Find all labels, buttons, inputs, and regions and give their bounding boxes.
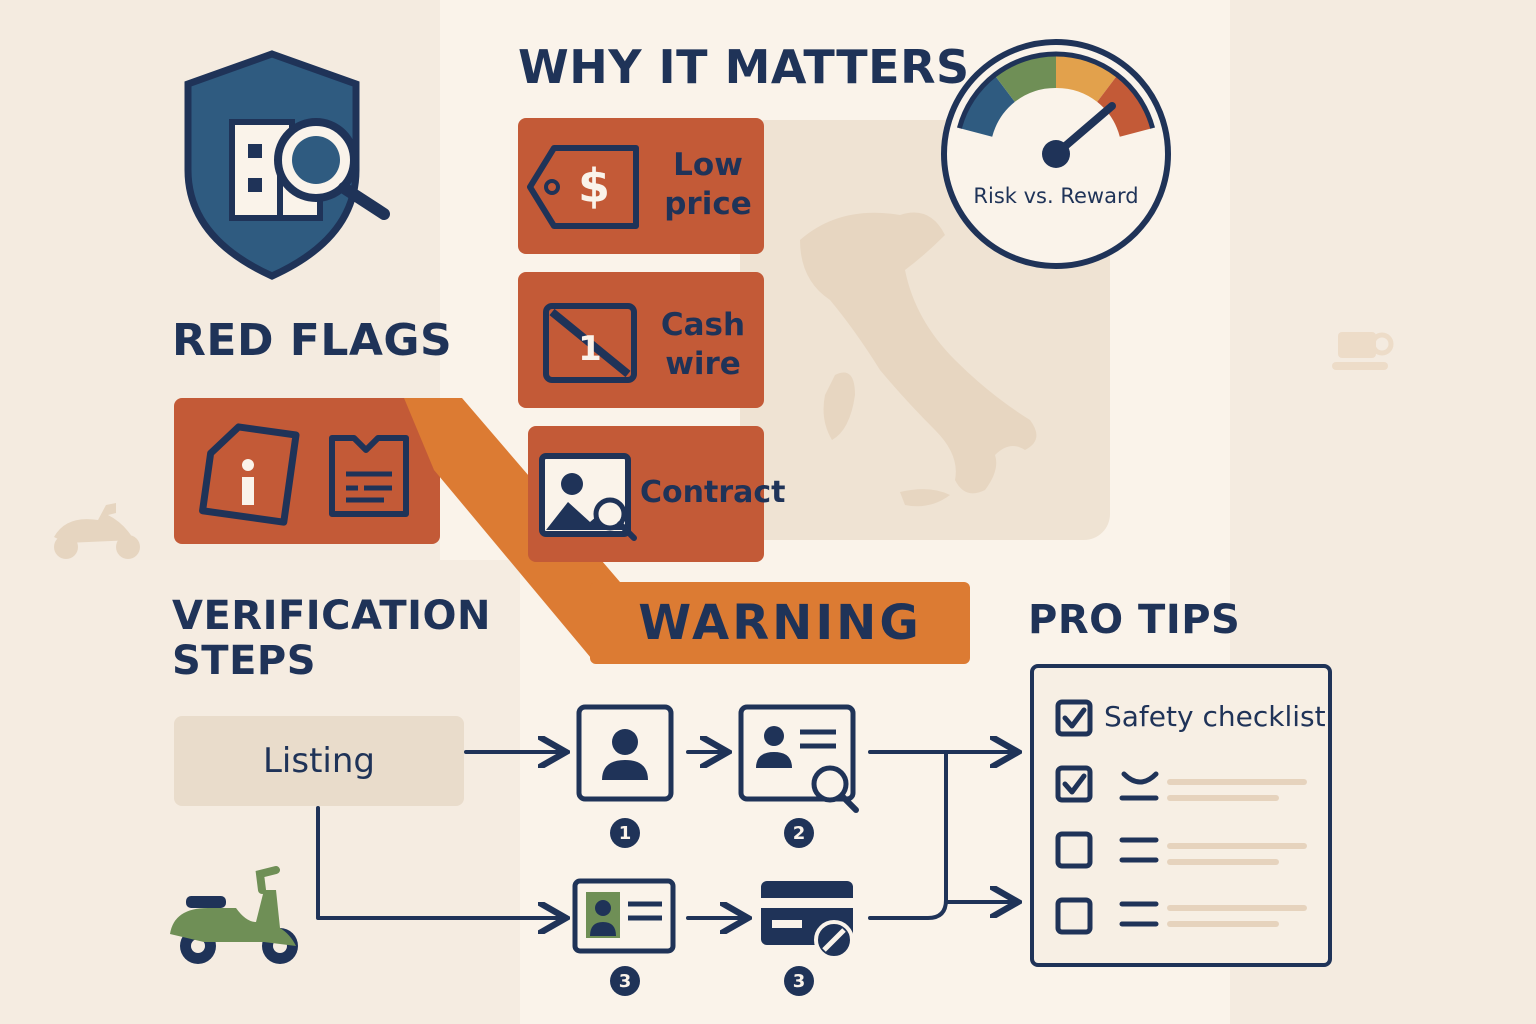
cash-blocked-icon: 1 (543, 303, 637, 383)
svg-text:1: 1 (578, 329, 602, 369)
why-it-matters-heading: WHY IT MATTERS (518, 40, 970, 94)
why-card-low-price-label: Low price (664, 147, 752, 222)
safety-checklist-title: Safety checklist (1104, 700, 1326, 733)
info-tag-icon (199, 423, 300, 526)
step-number-3a: 3 (610, 966, 640, 996)
step-number-2: 2 (784, 818, 814, 848)
verification-steps-line1: VERIFICATION (172, 593, 492, 639)
verification-steps-line2: STEPS (172, 637, 317, 684)
photo-id-icon (572, 878, 676, 954)
red-flags-card (174, 398, 440, 544)
listing-box: Listing (174, 716, 464, 806)
shield-magnifier-icon (184, 50, 390, 280)
red-flags-heading: RED FLAGS (172, 315, 453, 366)
scooter-icon (170, 866, 298, 964)
step-number-3b: 3 (784, 966, 814, 996)
image-search-icon (539, 453, 637, 541)
coffee-cup-faded-icon (1332, 332, 1394, 370)
svg-text:$: $ (578, 159, 610, 213)
warning-label: WARNING (638, 595, 922, 651)
scooter-faded-icon (54, 503, 140, 559)
safety-checklist-card (1030, 664, 1332, 967)
why-card-cash-wire-label: Cash wire (660, 307, 746, 382)
warning-banner: WARNING (590, 582, 970, 664)
gauge-label: Risk vs. Reward (973, 184, 1139, 208)
checkbox-checked-title (1055, 699, 1093, 737)
risk-reward-gauge (941, 39, 1171, 269)
person-card-icon (576, 704, 674, 802)
document-list-icon (329, 435, 409, 517)
card-blocked-icon (761, 881, 854, 960)
verification-steps-heading: VERIFICATION STEPS (172, 594, 491, 684)
why-card-cash-wire (518, 272, 764, 408)
step-number-1: 1 (610, 818, 640, 848)
pro-tips-heading: PRO TIPS (1028, 597, 1241, 643)
id-card-search-icon (738, 704, 859, 813)
listing-label: Listing (262, 741, 375, 781)
price-tag-icon: $ (527, 145, 639, 229)
